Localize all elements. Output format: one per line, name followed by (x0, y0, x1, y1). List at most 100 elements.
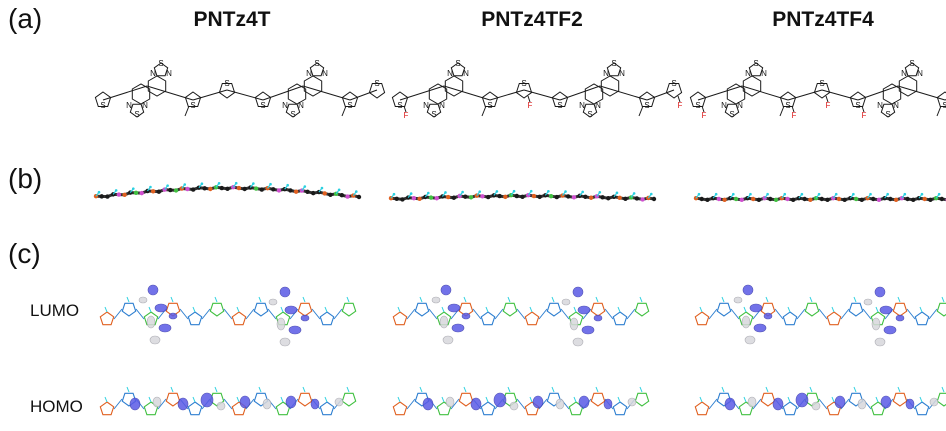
side-atom (417, 196, 422, 201)
hydrogen-stub (104, 396, 108, 403)
thiophene-ring (218, 83, 236, 99)
side-atom (394, 196, 399, 201)
hydrogen-stub (639, 386, 643, 393)
hydrogen-stub (765, 296, 769, 303)
orbital-lobe-positive (772, 397, 784, 411)
sulfur-atom: S (885, 110, 890, 119)
backbone-bond (523, 89, 561, 101)
side-atom (905, 196, 910, 202)
fluorine-atom: F (678, 101, 683, 110)
side-atom (293, 189, 299, 194)
hydrogen-stub (170, 386, 174, 393)
side-view-pntz4tf4 (693, 192, 946, 202)
hydrogen-stub (324, 396, 328, 403)
sulfur-atom: S (785, 101, 790, 110)
hydrogen-stub (573, 306, 577, 313)
hydrogen-atom (495, 190, 499, 193)
hydrogen-stub (831, 306, 835, 313)
hydrogen-stub (617, 396, 621, 403)
orbital-lobe-negative (874, 337, 886, 347)
panel-label-a: (a) (8, 3, 43, 34)
orbital-lobe-negative (152, 396, 162, 408)
hydrogen-atom (714, 192, 718, 196)
orbital-lobe-positive (883, 325, 897, 335)
ring-frame (936, 392, 946, 407)
ring-bond (516, 308, 526, 320)
ring-bond (862, 308, 872, 320)
hydrogen-stub (875, 306, 879, 313)
ring-frame (392, 401, 408, 416)
ring-frame (782, 311, 798, 326)
side-atom (750, 196, 756, 202)
orbital-lobe-positive (879, 305, 893, 315)
side-atom (445, 194, 451, 200)
ring-frame (914, 401, 930, 416)
orbital-lobe-positive (461, 312, 471, 320)
thiophene-ring (254, 91, 272, 107)
backbone-bond (262, 85, 304, 101)
hydrogen-stub (853, 386, 857, 393)
column-title-pntz4tf4: PNTz4TF4 (772, 8, 874, 31)
side-atom (202, 186, 207, 191)
thiophene-ring (665, 83, 683, 99)
thiophene-ring (391, 91, 409, 107)
lumo-orbital-pntz4t (99, 284, 357, 347)
side-atom (328, 192, 333, 197)
ring-frame (760, 302, 776, 317)
thiophene-ring (551, 91, 569, 107)
thiophene-ring (94, 91, 112, 107)
orbital-lobe-positive (593, 314, 603, 322)
side-atom (219, 185, 224, 191)
side-atom (276, 188, 282, 193)
side-atom (808, 197, 813, 202)
fluorine-atom: F (792, 111, 797, 120)
thiadiazole-ring (880, 103, 896, 118)
thiadiazole-ring (724, 103, 740, 118)
side-atom (468, 195, 474, 200)
sulfur-atom: S (909, 59, 914, 68)
sulfur-atom: S (431, 110, 436, 119)
thiophene-ring (936, 91, 946, 107)
hydrogen-atom (354, 190, 358, 193)
orbital-lobe-negative (741, 315, 751, 329)
side-atom (756, 197, 762, 202)
hydrogen-stub (875, 396, 879, 403)
side-atom (236, 185, 242, 191)
backbone-bond (226, 89, 264, 101)
nitrogen-atom: N (721, 101, 727, 110)
thiophene-ring (368, 83, 386, 99)
ring-bond (472, 308, 482, 320)
orbital-lobe-negative (138, 296, 148, 304)
orbital-lobe-negative (262, 398, 272, 410)
ring-frame (341, 392, 357, 407)
ring-frame (590, 302, 606, 317)
sulfur-atom: S (557, 101, 562, 110)
backbone-bond (102, 85, 148, 101)
ring-bond (113, 308, 123, 320)
orbital-lobe-positive (310, 398, 320, 410)
hydrogen-atom (149, 185, 152, 189)
ring-frame (187, 401, 203, 416)
ring-frame (209, 302, 225, 317)
orbital-lobe-positive (154, 303, 168, 313)
sulfur-atom: S (942, 101, 946, 110)
hydrogen-atom (269, 182, 272, 186)
hydrogen-stub (236, 306, 240, 313)
ring-bond (840, 308, 850, 320)
hydrogen-stub (397, 306, 401, 313)
nitrogen-atom: N (447, 69, 453, 78)
sulfur-atom: S (819, 79, 824, 88)
side-atom (208, 186, 213, 192)
side-atom (322, 191, 327, 196)
hydrogen-stub (192, 396, 196, 403)
hydrogen-stub (551, 386, 555, 393)
orbital-lobe-positive (874, 286, 886, 298)
backbone-bond (443, 85, 491, 101)
backbone-bond (787, 89, 823, 101)
backbone-bond (559, 85, 601, 101)
hydrogen-stub (897, 386, 901, 393)
thiophene-ring (184, 91, 202, 107)
side-atom (928, 197, 933, 202)
core-ring (600, 75, 620, 97)
ring-frame (826, 311, 842, 326)
